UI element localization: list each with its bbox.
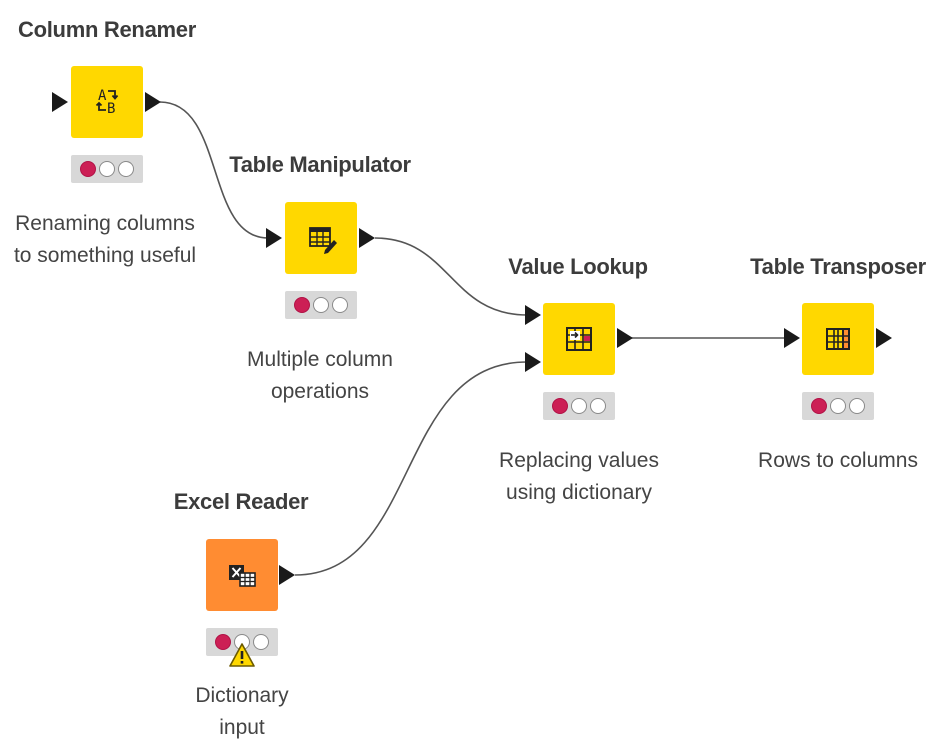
transpose-icon: [826, 328, 850, 350]
table-transposer-description: Rows to columns: [758, 445, 918, 477]
excel-reader-description: Dictionary input: [195, 680, 288, 744]
status-lamp-yellow: [571, 398, 587, 414]
table-manipulator-title: Table Manipulator: [229, 152, 411, 177]
value-lookup-output-port[interactable]: [617, 328, 633, 348]
table-transposer-input-port[interactable]: [784, 328, 800, 348]
desc-line: Rows to columns: [758, 449, 918, 472]
svg-text:B: B: [107, 101, 115, 117]
excel-reader-node[interactable]: [206, 539, 278, 611]
column-renamer-input-port[interactable]: [52, 92, 68, 112]
table-manipulator-node[interactable]: [285, 202, 357, 274]
excel-icon: [229, 565, 256, 587]
rename-icon: A B: [95, 88, 119, 117]
status-lamp-green: [118, 161, 134, 177]
value-lookup-description: Replacing values using dictionary: [499, 445, 659, 509]
warning-icon[interactable]: [228, 642, 256, 668]
desc-line: Multiple column: [247, 348, 393, 371]
desc-line: operations: [270, 380, 370, 403]
desc-line: using dictionary: [506, 481, 652, 504]
column-renamer-status: [71, 155, 143, 183]
table-transposer-status: [802, 392, 874, 420]
desc-line: to something useful: [13, 244, 197, 267]
wire-renamer-to-manipulator[interactable]: [159, 101, 269, 239]
value-lookup-input-port-2[interactable]: [525, 352, 541, 372]
desc-line: input: [219, 716, 265, 739]
desc-line: Dictionary: [195, 684, 289, 707]
status-lamp-green: [253, 634, 269, 650]
excel-reader-title: Excel Reader: [173, 489, 309, 514]
svg-text:A: A: [98, 88, 107, 104]
excel-reader-output-port[interactable]: [279, 565, 295, 585]
column-renamer-output-port[interactable]: [145, 92, 161, 112]
status-lamp-green: [332, 297, 348, 313]
column-renamer-description: Renaming columns to something useful: [14, 208, 196, 272]
value-lookup-input-port-1[interactable]: [525, 305, 541, 325]
status-lamp-green: [590, 398, 606, 414]
status-lamp-red: [294, 297, 310, 313]
table-transposer-node[interactable]: [802, 303, 874, 375]
value-lookup-title: Value Lookup: [508, 254, 648, 279]
desc-line: Renaming columns: [15, 212, 195, 235]
status-lamp-green: [849, 398, 865, 414]
column-renamer-title: Column Renamer: [18, 17, 196, 42]
table-edit-icon: [309, 227, 337, 254]
wire-excel-to-lookup[interactable]: [294, 361, 528, 576]
column-renamer-node[interactable]: A B: [71, 66, 143, 138]
desc-line: Replacing values: [499, 449, 659, 472]
table-transposer-output-port[interactable]: [876, 328, 892, 348]
status-lamp-red: [215, 634, 231, 650]
value-lookup-status: [543, 392, 615, 420]
status-lamp-yellow: [313, 297, 329, 313]
table-manipulator-description: Multiple column operations: [247, 344, 393, 408]
table-manipulator-output-port[interactable]: [359, 228, 375, 248]
table-manipulator-status: [285, 291, 357, 319]
value-lookup-node[interactable]: [543, 303, 615, 375]
status-lamp-red: [552, 398, 568, 414]
table-manipulator-input-port[interactable]: [266, 228, 282, 248]
wire-manipulator-to-lookup[interactable]: [374, 237, 528, 316]
status-lamp-red: [811, 398, 827, 414]
status-lamp-yellow: [99, 161, 115, 177]
lookup-icon: [566, 327, 592, 351]
table-transposer-title: Table Transposer: [750, 254, 926, 279]
status-lamp-red: [80, 161, 96, 177]
status-lamp-yellow: [830, 398, 846, 414]
